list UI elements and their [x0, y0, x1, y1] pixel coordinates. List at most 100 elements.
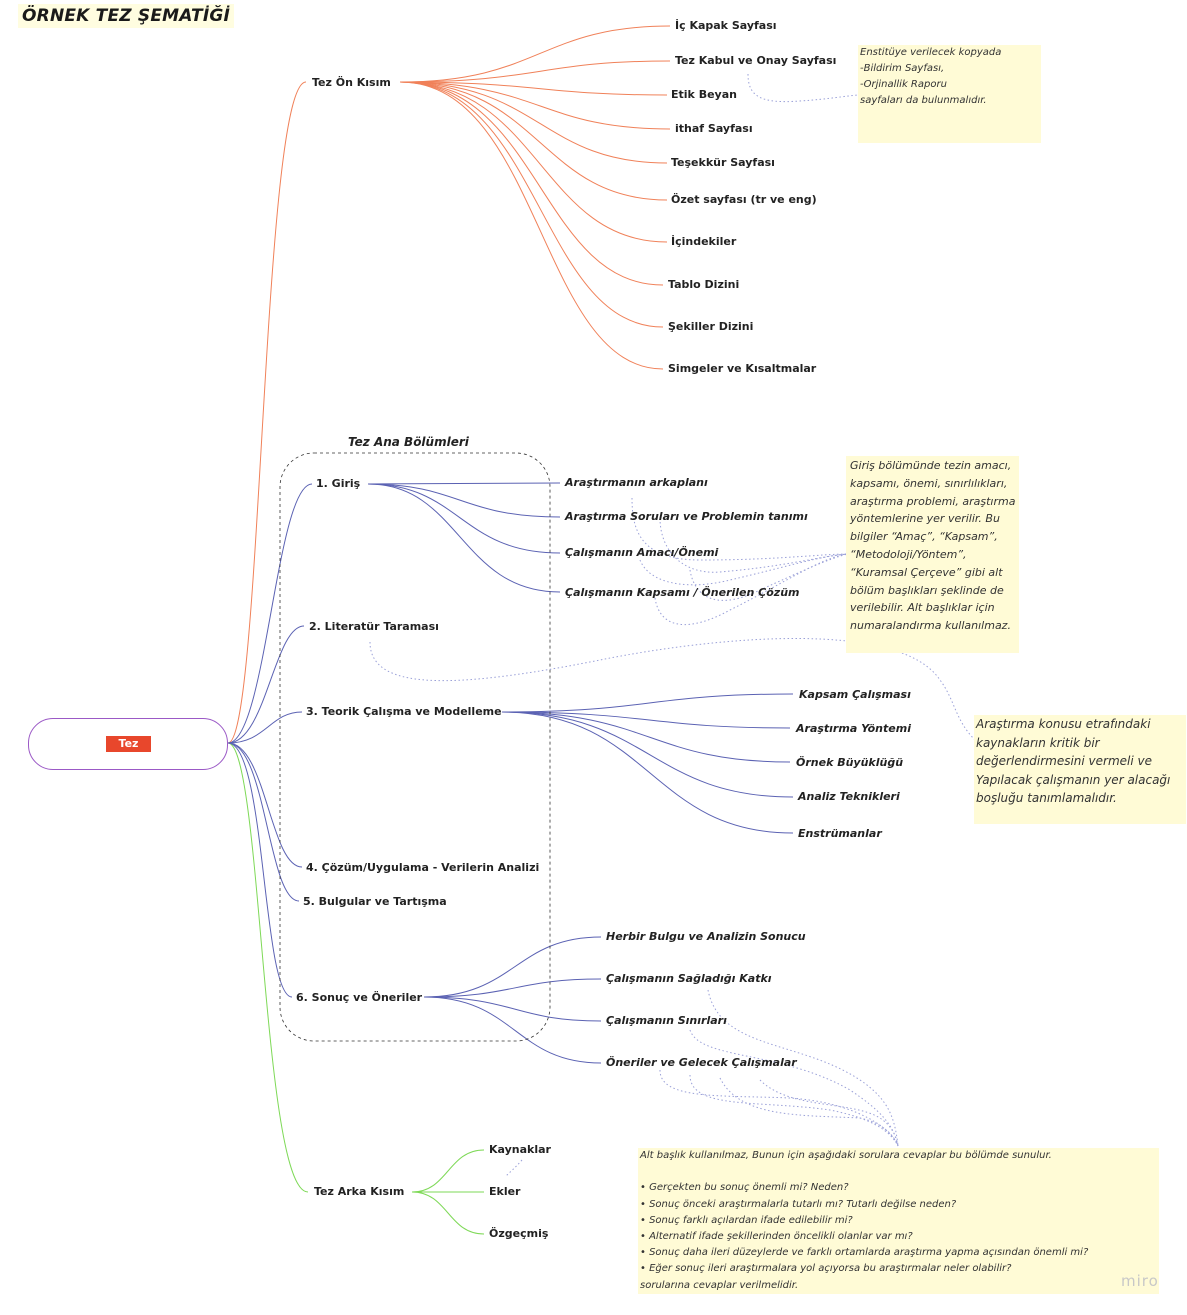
- edge-giris-3: [367, 483, 561, 554]
- note-line: • Sonuç önceki araştırmalarla tutarlı mı…: [640, 1198, 957, 1210]
- edge-root-teorik: [227, 711, 303, 744]
- edge-on-kisim-4: [399, 81, 671, 130]
- note-line: sorularına cevaplar verilmelidir.: [640, 1279, 799, 1291]
- node-sonuc-bulgu[interactable]: Herbir Bulgu ve Analizin Sonucu: [606, 930, 806, 943]
- note-line: • Alternatif ifade şekillerinden öncelik…: [640, 1231, 913, 1243]
- node-tez-arka-kisim[interactable]: Tez Arka Kısım: [314, 1185, 405, 1198]
- edge-on-kisim-3: [399, 81, 668, 96]
- edge-arka-1: [411, 1149, 485, 1193]
- note-line: araştırma problemi, araştırma: [850, 494, 1016, 508]
- sticky-note-literatur[interactable]: Araştırma konusu etrafındaki kaynakların…: [974, 715, 1186, 824]
- edge-on-kisim-6: [399, 81, 668, 201]
- node-bulgular[interactable]: 5. Bulgular ve Tartışma: [303, 895, 447, 908]
- note-line: yöntemlerine yer verilir. Bu: [850, 512, 1000, 526]
- node-teorik-kapsam[interactable]: Kapsam Çalışması: [799, 688, 911, 701]
- node-sonuc-oneriler[interactable]: Öneriler ve Gelecek Çalışmalar: [606, 1056, 797, 1069]
- node-teorik-enstruman[interactable]: Enstrümanlar: [798, 827, 882, 840]
- node-giris[interactable]: 1. Giriş: [316, 477, 361, 490]
- miro-watermark: miro: [1121, 1272, 1159, 1290]
- edge-on-kisim-2: [399, 60, 671, 83]
- edge-on-kisim-7: [399, 81, 668, 243]
- node-giris-arkaplan[interactable]: Araştırmanın arkaplanı: [565, 476, 708, 489]
- note-line: • Gerçekten bu sonuç önemli mi? Neden?: [640, 1182, 849, 1194]
- node-ekler[interactable]: Ekler: [489, 1185, 521, 1198]
- edge-root-bulgular: [227, 742, 300, 902]
- node-sonuc-sinirlar[interactable]: Çalışmanın Sınırları: [606, 1014, 727, 1027]
- node-tesekkur[interactable]: Teşekkür Sayfası: [671, 156, 775, 169]
- node-icindekiler[interactable]: İçindekiler: [671, 235, 737, 248]
- node-sonuc[interactable]: 6. Sonuç ve Öneriler: [296, 991, 423, 1004]
- node-ithaf[interactable]: ithaf Sayfası: [675, 122, 753, 135]
- node-giris-amac[interactable]: Çalışmanın Amacı/Önemi: [565, 546, 719, 559]
- note-line: Giriş bölümünde tezin amacı,: [850, 459, 1012, 472]
- connector-lines: [227, 25, 794, 1235]
- node-sonuc-katki[interactable]: Çalışmanın Sağladığı Katkı: [606, 972, 772, 985]
- node-ozet[interactable]: Özet sayfası (tr ve eng): [671, 193, 817, 206]
- edge-root-on-kisim: [227, 81, 307, 744]
- node-sekiller-dizini[interactable]: Şekiller Dizini: [668, 320, 754, 333]
- edge-teorik-4: [501, 711, 794, 798]
- note-line: “Metodoloji/Yöntem”,: [850, 547, 967, 561]
- note-line: • Eğer sonuç ileri araştırmalara yol açı…: [640, 1263, 1012, 1275]
- note-line: -Orjinallik Raporu: [860, 79, 947, 90]
- note-connectors: [369, 73, 976, 1177]
- page-title: ÖRNEK TEZ ŞEMATİĞİ: [18, 4, 235, 28]
- node-teorik-orneklem[interactable]: Örnek Büyüklüğü: [796, 756, 904, 769]
- edge-on-kisim-5: [399, 81, 668, 164]
- node-teorik-yontem[interactable]: Araştırma Yöntemi: [796, 722, 911, 735]
- edge-teorik-1: [501, 693, 794, 713]
- note-line: boşluğu tanımlamalıdır.: [976, 791, 1117, 805]
- note-line: verilebilir. Alt başlıklar için: [850, 601, 995, 615]
- edge-root-cozum: [227, 742, 303, 868]
- node-ic-kapak[interactable]: İç Kapak Sayfası: [675, 19, 777, 32]
- node-ozgecmis[interactable]: Özgeçmiş: [489, 1227, 549, 1240]
- node-simgeler[interactable]: Simgeler ve Kısaltmalar: [668, 362, 817, 375]
- edge-sonuc-4: [423, 996, 602, 1064]
- node-etik-beyan[interactable]: Etik Beyan: [671, 88, 737, 101]
- edge-giris-4: [367, 483, 561, 593]
- connector-note-enstitu: [747, 73, 859, 103]
- node-giris-sorular[interactable]: Araştırma Soruları ve Problemin tanımı: [565, 510, 808, 523]
- edge-on-kisim-8: [399, 81, 664, 286]
- edge-teorik-2: [501, 711, 791, 729]
- note-line: bölüm başlıkları şeklinde de: [850, 583, 1004, 597]
- note-line: • Sonuç farklı açılardan ifade edilebili…: [640, 1214, 853, 1226]
- edge-root-giris: [227, 483, 313, 744]
- note-line: Araştırma konusu etrafındaki: [976, 717, 1151, 731]
- note-line: kaynakların kritik bir: [976, 735, 1100, 750]
- edge-sonuc-1: [423, 936, 602, 998]
- note-line: “Kuramsal Çerçeve” gibi alt: [850, 565, 1003, 579]
- note-line: değerlendirmesini vermeli ve: [976, 754, 1153, 768]
- edge-teorik-3: [501, 711, 791, 763]
- node-kaynaklar[interactable]: Kaynaklar: [489, 1143, 551, 1156]
- node-giris-kapsam[interactable]: Çalışmanın Kapsamı / Önerilen Çözüm: [565, 586, 800, 599]
- node-teorik-analiz[interactable]: Analiz Teknikleri: [798, 790, 900, 803]
- edge-teorik-5: [501, 711, 794, 834]
- edge-root-sonuc: [227, 742, 293, 998]
- edge-on-kisim-9: [399, 81, 664, 328]
- note-line: Alt başlık kullanılmaz, Bunun için aşağı…: [640, 1150, 1052, 1161]
- sticky-note-enstitu[interactable]: Enstitüye verilecek kopyada -Bildirim Sa…: [858, 45, 1041, 143]
- edge-root-literatur: [227, 625, 305, 744]
- sticky-note-giris[interactable]: Giriş bölümünde tezin amacı, kapsamı, ön…: [846, 456, 1019, 653]
- note-line: -Bildirim Sayfası,: [860, 63, 945, 74]
- group-label: Tez Ana Bölümleri: [348, 435, 469, 449]
- node-tez-on-kisim[interactable]: Tez Ön Kısım: [312, 76, 391, 89]
- node-teorik[interactable]: 3. Teorik Çalışma ve Modelleme: [306, 705, 502, 718]
- edge-on-kisim-1: [399, 25, 671, 83]
- node-cozum[interactable]: 4. Çözüm/Uygulama - Verilerin Analizi: [306, 861, 540, 874]
- note-line: • Sonuç daha ileri düzeylerde ve farklı …: [640, 1247, 1089, 1259]
- note-line: kapsamı, önemi, sınırlılıkları,: [850, 476, 1008, 490]
- note-line: sayfaları da bulunmalıdır.: [860, 95, 987, 106]
- edge-root-arka-kisim: [227, 742, 309, 1193]
- sticky-note-sonuc[interactable]: Alt başlık kullanılmaz, Bunun için aşağı…: [638, 1148, 1159, 1294]
- note-line: numaralandırma kullanılmaz.: [850, 619, 1011, 633]
- node-literatur[interactable]: 2. Literatür Taraması: [309, 620, 439, 633]
- root-node-label[interactable]: Tez: [106, 736, 151, 752]
- node-tablo-dizini[interactable]: Tablo Dizini: [668, 278, 740, 291]
- edge-giris-1: [367, 482, 561, 485]
- node-kabul-onay[interactable]: Tez Kabul ve Onay Sayfası: [675, 54, 837, 67]
- edge-giris-2: [367, 483, 561, 518]
- edge-on-kisim-10: [399, 81, 664, 370]
